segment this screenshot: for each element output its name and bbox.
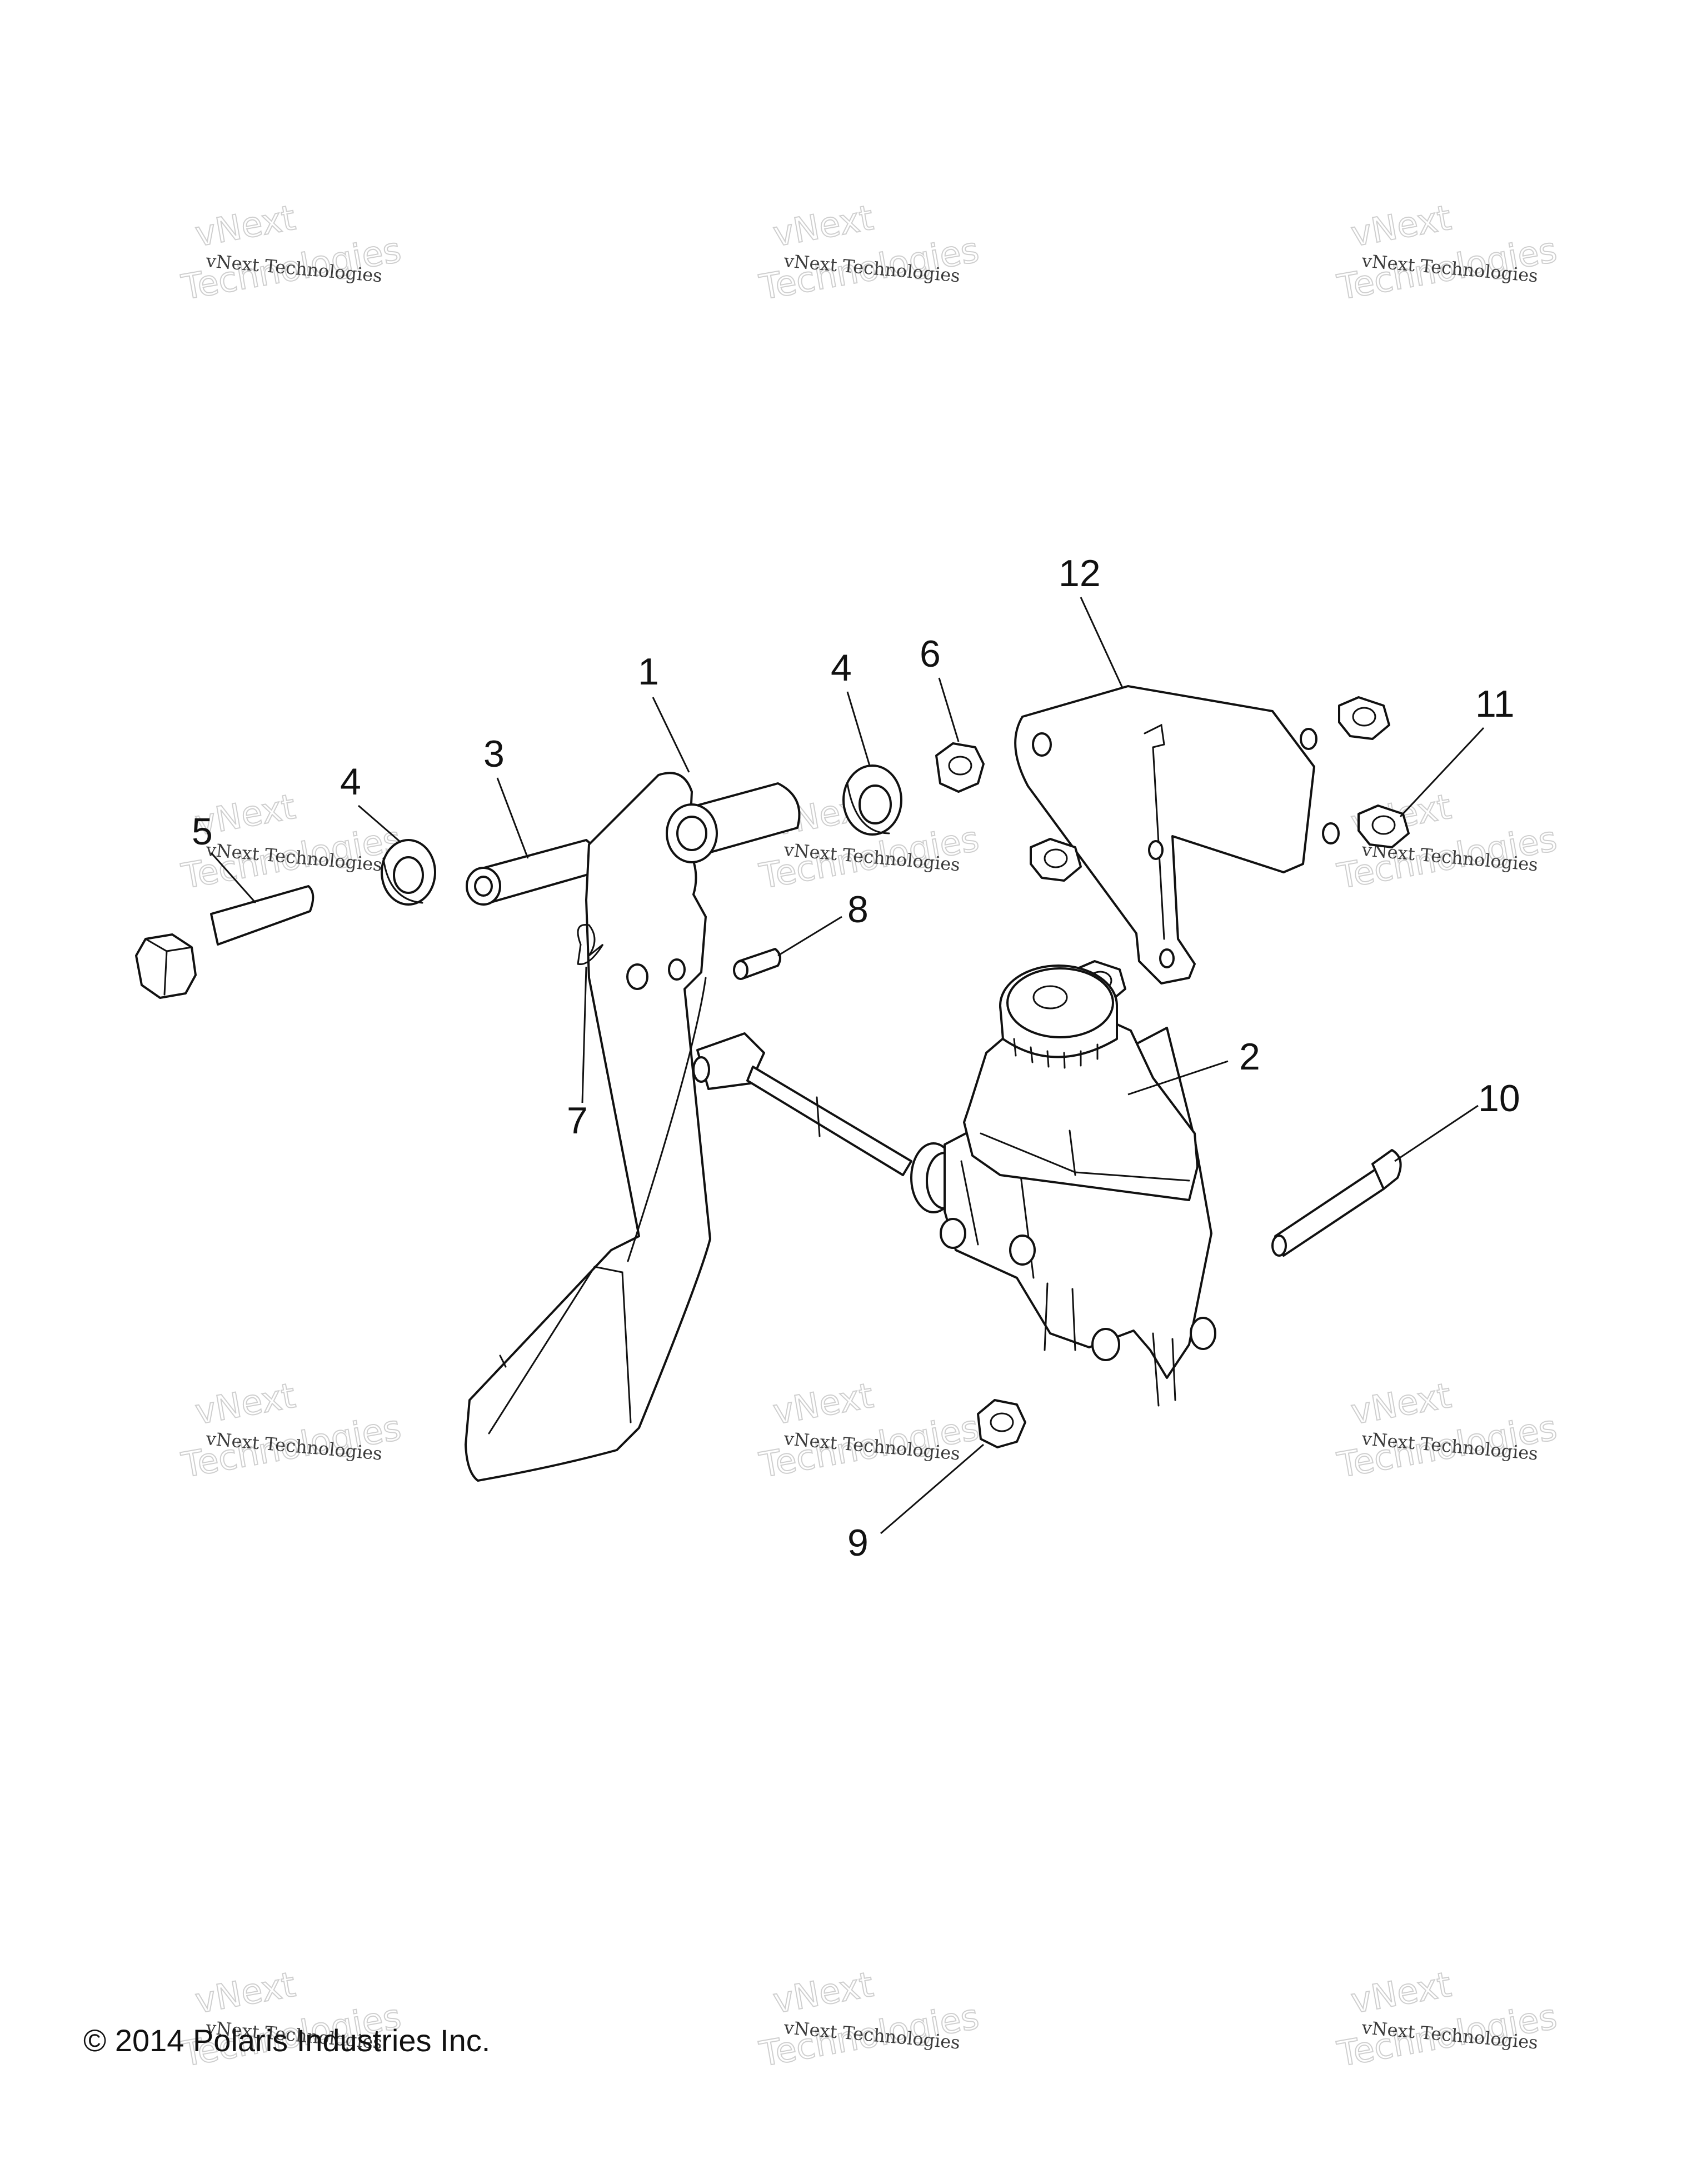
callout-6: 6 (920, 633, 960, 742)
callout-12: 12 (1059, 552, 1124, 688)
part-1-pedal (465, 772, 801, 1482)
nut (1357, 804, 1410, 848)
callout-10: 10 (1394, 1077, 1520, 1162)
watermark-vnext: vNext (770, 1375, 876, 1432)
watermark-vnext: vNext (770, 1964, 876, 2021)
watermark: vNext Technologies (756, 1963, 982, 2075)
watermark: vNext Technologies (1334, 1375, 1560, 1486)
nut (1338, 696, 1390, 740)
callout-label: 5 (192, 811, 213, 853)
watermark-grid: vNext Technologies vNext Technologies vN… (178, 197, 1560, 2075)
watermark-vnext: vNext (192, 1964, 298, 2021)
part-6-nut (935, 742, 985, 793)
part-12-bracket (1014, 685, 1340, 984)
part-8-pin (733, 948, 781, 980)
nut (1030, 838, 1082, 882)
watermark-vnext: vNext (192, 197, 298, 254)
callout-label: 11 (1475, 683, 1515, 725)
part-4-bushing-left (381, 839, 436, 906)
watermark-vnext: vNext (1348, 1964, 1454, 2021)
part-9-nut (977, 1399, 1026, 1448)
callout-label: 12 (1059, 552, 1101, 594)
callout-label: 2 (1239, 1036, 1260, 1078)
callout-4a: 4 (340, 761, 401, 843)
callout-label: 10 (1478, 1077, 1520, 1120)
watermark: vNext Technologies (1334, 197, 1560, 308)
callout-4b: 4 (831, 647, 871, 766)
part-4-bushing-right (842, 764, 902, 836)
callout-7: 7 (567, 966, 588, 1142)
callout-label: 4 (831, 647, 852, 689)
copyright-notice: © 2014 Polaris Industries Inc. (83, 2023, 491, 2058)
part-10-bolt (1271, 1149, 1402, 1257)
watermark-vnext: vNext (1348, 1375, 1454, 1432)
callout-label: 4 (340, 761, 361, 803)
watermark: vNext Technologies (178, 197, 405, 308)
part-2-master-cylinder (692, 964, 1216, 1407)
part-7-clip (577, 923, 604, 966)
part-5-hex-bolt (135, 885, 315, 999)
callout-label: 9 (847, 1522, 869, 1564)
watermark-vnext: vNext (1348, 197, 1454, 254)
callout-2: 2 (1127, 1036, 1260, 1096)
callout-3: 3 (483, 733, 529, 859)
watermark: vNext Technologies (756, 197, 982, 308)
callout-label: 7 (567, 1100, 588, 1142)
part-3-sleeve (466, 839, 599, 906)
callout-8: 8 (777, 888, 869, 957)
watermark: vNext Technologies (1334, 1963, 1560, 2075)
watermark-vnext: vNext (192, 1375, 298, 1432)
callout-5: 5 (192, 811, 257, 903)
callout-label: 3 (483, 733, 505, 775)
callout-11: 11 (1399, 683, 1515, 818)
watermark: vNext Technologies (756, 1375, 982, 1486)
callout-label: 6 (920, 633, 941, 675)
callouts: 1 2 3 4 4 5 6 7 (192, 552, 1520, 1564)
callout-label: 1 (638, 651, 659, 693)
callout-label: 8 (847, 888, 869, 931)
callout-1: 1 (638, 651, 690, 773)
callout-9: 9 (847, 1443, 984, 1564)
watermark-vnext: vNext (770, 197, 876, 254)
watermark: vNext Technologies (178, 1375, 405, 1486)
